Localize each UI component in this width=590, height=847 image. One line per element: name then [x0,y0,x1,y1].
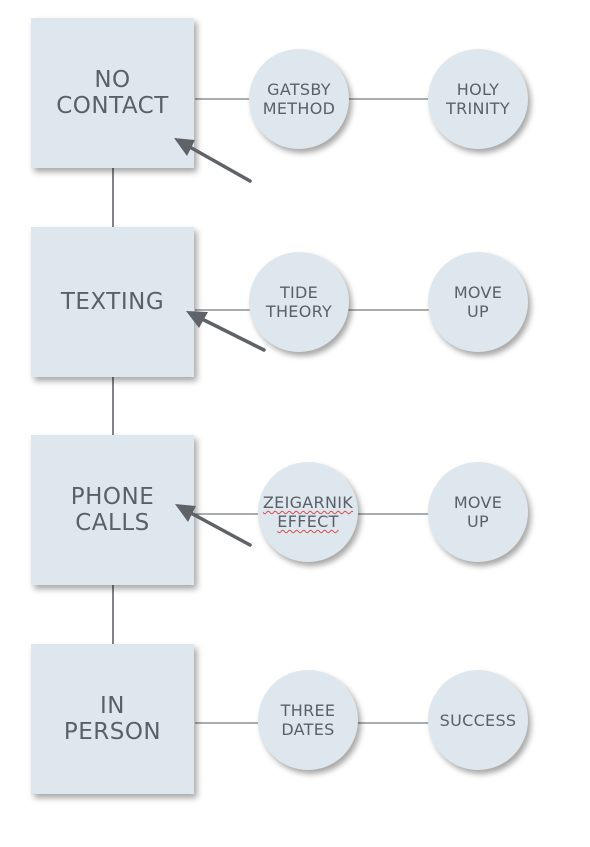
stage-label: NO CONTACT [56,67,169,119]
step-label: TIDE THEORY [265,283,333,321]
arrow-icon [174,138,252,183]
arrow-icon [175,504,252,547]
step-label: ZEIGARNIK EFFECT [262,493,354,531]
stage-box-texting: TEXTING [31,227,194,377]
step-circle-zeigarnik-effect: ZEIGARNIK EFFECT [258,462,358,562]
step-label: THREE DATES [280,701,336,739]
step-circle-move-up: MOVE UP [428,462,528,562]
stage-label: PHONE CALLS [70,484,155,536]
stage-box-in-person: IN PERSON [31,644,194,794]
step-label: GATSBY METHOD [262,80,336,118]
step-circle-tide-theory: TIDE THEORY [249,252,349,352]
step-label: MOVE UP [453,493,503,531]
step-label: SUCCESS [439,710,517,730]
step-circle-success: SUCCESS [428,670,528,770]
stage-box-no-contact: NO CONTACT [31,18,194,168]
stage-label: TEXTING [60,289,165,315]
stage-label: IN PERSON [63,693,162,745]
arrow-icon [186,311,266,352]
step-circle-holy-trinity: HOLY TRINITY [428,49,528,149]
step-circle-gatsby-method: GATSBY METHOD [249,49,349,149]
step-circle-move-up: MOVE UP [428,252,528,352]
step-circle-three-dates: THREE DATES [258,670,358,770]
step-label: MOVE UP [453,283,503,321]
stage-box-phone-calls: PHONE CALLS [31,435,194,585]
step-label: HOLY TRINITY [446,80,510,118]
